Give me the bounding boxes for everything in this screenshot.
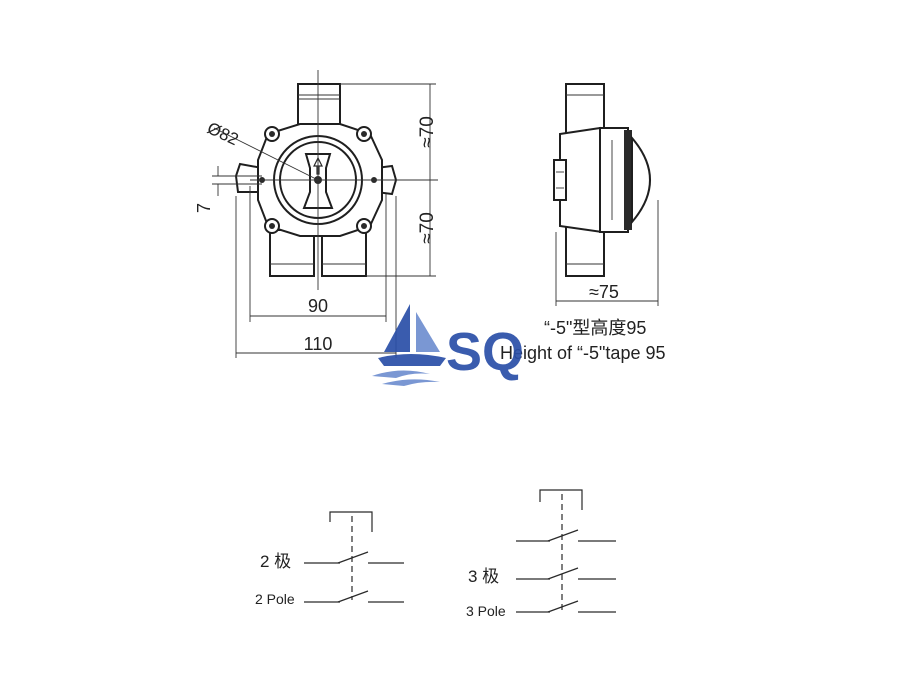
note-height-cn: “-5"型高度95 [544,318,646,338]
front-view [213,70,438,290]
label-3-pole-cn: 3 极 [468,567,499,586]
side-cover-rim [624,130,632,230]
sail-icon [384,304,410,352]
watermark-logo: SQ [372,304,524,386]
diameter-leader [213,127,319,181]
dim-offset: 7 [194,203,214,213]
dim-bottom-height: ≈70 [417,212,438,244]
side-top-conduit [565,83,605,135]
note-height-en: Height of “-5"tape 95 [500,343,666,363]
label-3-pole-en: 3 Pole [466,603,506,619]
bottom-conduit-left [269,229,315,277]
label-2-pole-cn: 2 极 [260,552,291,571]
watermark-sq-text: SQ [446,322,524,382]
front-dimensions: ≈70 ≈70 Ø82 7 90 110 [194,83,438,358]
dim-outer-width: 110 [304,334,333,354]
wave-icon [372,370,430,378]
side-mount-plate [553,159,567,201]
two-pole-schematic: 2 极 2 Pole [255,511,404,607]
dim-diameter: Ø82 [204,118,241,149]
three-pole-schematic: 3 极 3 Pole [466,489,616,619]
side-knob-profile [631,135,651,225]
boat-hull-icon [378,354,446,366]
dim-side-depth: ≈75 [589,282,619,302]
top-conduit [297,83,341,129]
side-cover [599,127,629,233]
dim-top-height: ≈70 [417,116,438,148]
dim-inner-width: 90 [308,296,328,316]
side-view: ≈75 [553,83,659,306]
side-bottom-conduit [565,225,605,277]
label-2-pole-en: 2 Pole [255,591,295,607]
